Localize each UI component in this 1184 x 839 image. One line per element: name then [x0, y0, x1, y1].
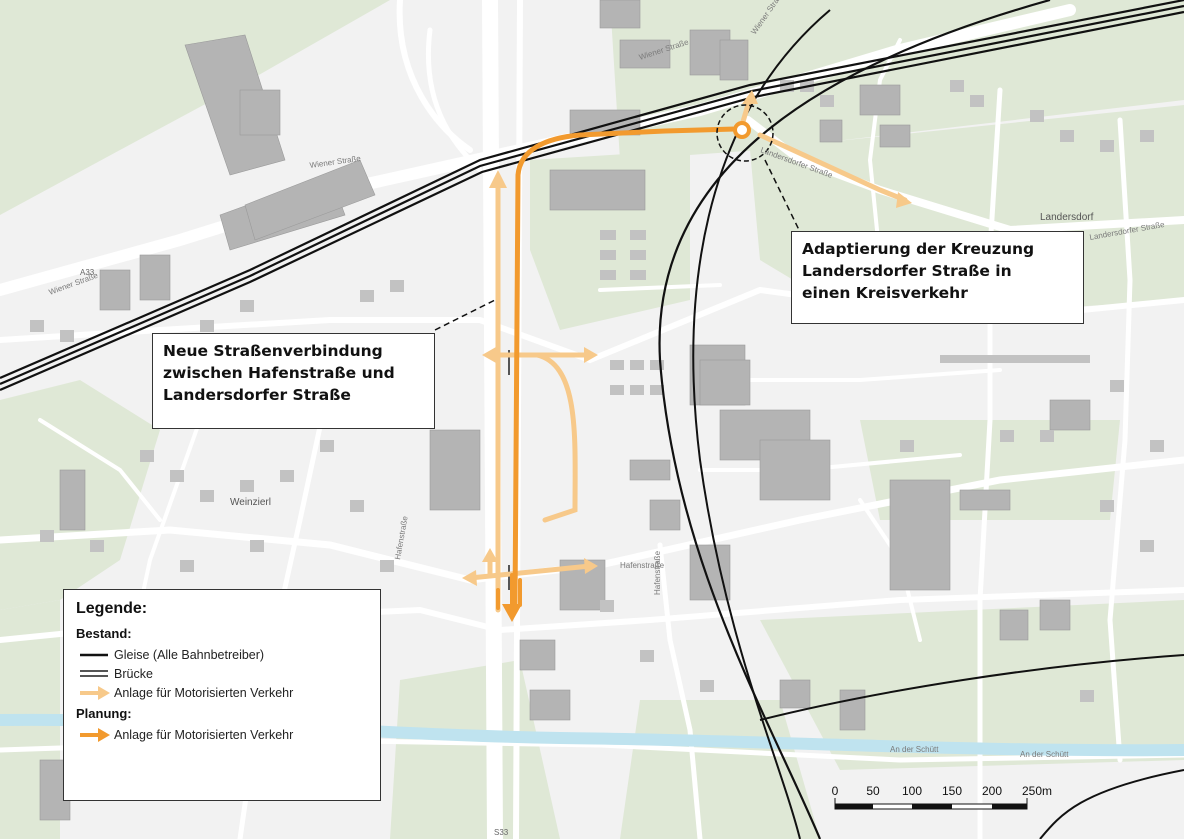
- callout-line: Neue Straßenverbindung: [163, 342, 383, 360]
- place-label: Landersdorf: [1040, 212, 1094, 223]
- legend-item-anlage-planung: Anlage für Motorisierten Verkehr: [76, 725, 368, 744]
- legend-item-anlage-bestand: Anlage für Motorisierten Verkehr: [76, 683, 368, 702]
- legend-section-planung: Planung:: [76, 706, 132, 721]
- scale-bar-graphic: [834, 798, 1028, 810]
- street-label: An der Schütt: [1020, 750, 1069, 759]
- scale-tick-label: 200: [981, 784, 1003, 798]
- callout-line: Adaptierung der Kreuzung: [802, 240, 1035, 258]
- road-number: S33: [494, 828, 509, 837]
- street-label: An der Schütt: [890, 745, 939, 754]
- scale-bar: 0 50 100 150 200 250m: [822, 780, 1062, 820]
- callout-line: Landersdorfer Straße in: [802, 262, 1012, 280]
- legend-label: Gleise (Alle Bahnbetreiber): [114, 647, 265, 662]
- legend-item-gleise: Gleise (Alle Bahnbetreiber): [76, 645, 368, 664]
- scale-tick-label: 150: [941, 784, 963, 798]
- legend-label: Anlage für Motorisierten Verkehr: [114, 685, 294, 700]
- existing-roads-highlight: [467, 95, 908, 613]
- scale-tick-label: 250m: [1021, 784, 1053, 798]
- buildings: [39, 0, 1091, 821]
- arrow-icon-orange: [76, 725, 114, 744]
- scale-tick-label: 50: [866, 784, 880, 798]
- scale-tick-label: 100: [901, 784, 923, 798]
- small-buildings: [30, 80, 1164, 702]
- rail-line-symbol: [76, 645, 114, 664]
- planned-arrowhead: [502, 604, 522, 622]
- roundabout-marker: [733, 121, 751, 139]
- street-label: Hafenstraße: [620, 561, 665, 570]
- existing-arrowheads: [462, 90, 912, 586]
- legend: Legende: Bestand: Gleise (Alle Bahnbetre…: [63, 589, 381, 801]
- callout-verbindung: Neue Straßenverbindung zwischen Hafenstr…: [152, 333, 435, 429]
- legend-section-bestand: Bestand:: [76, 626, 132, 641]
- scale-tick-label: 0: [831, 784, 839, 798]
- roundabout-focus-circle: [716, 104, 774, 162]
- callout-line: zwischen Hafenstraße und: [163, 364, 395, 382]
- road-number: A33: [80, 268, 95, 277]
- callout-line: Landersdorfer Straße: [163, 386, 351, 404]
- leader-lines: [434, 159, 801, 331]
- legend-item-bruecke: Brücke: [76, 664, 368, 683]
- legend-label: Brücke: [114, 666, 153, 681]
- arrow-icon-light: [76, 683, 114, 702]
- bridge-symbol: [76, 664, 114, 683]
- legend-label: Anlage für Motorisierten Verkehr: [114, 727, 294, 742]
- callout-kreisverkehr: Adaptierung der Kreuzung Landersdorfer S…: [791, 231, 1084, 324]
- legend-title: Legende:: [76, 600, 148, 617]
- callout-line: einen Kreisverkehr: [802, 284, 968, 302]
- street-label: Hafenstraße: [653, 550, 662, 595]
- place-label: Weinzierl: [230, 497, 271, 508]
